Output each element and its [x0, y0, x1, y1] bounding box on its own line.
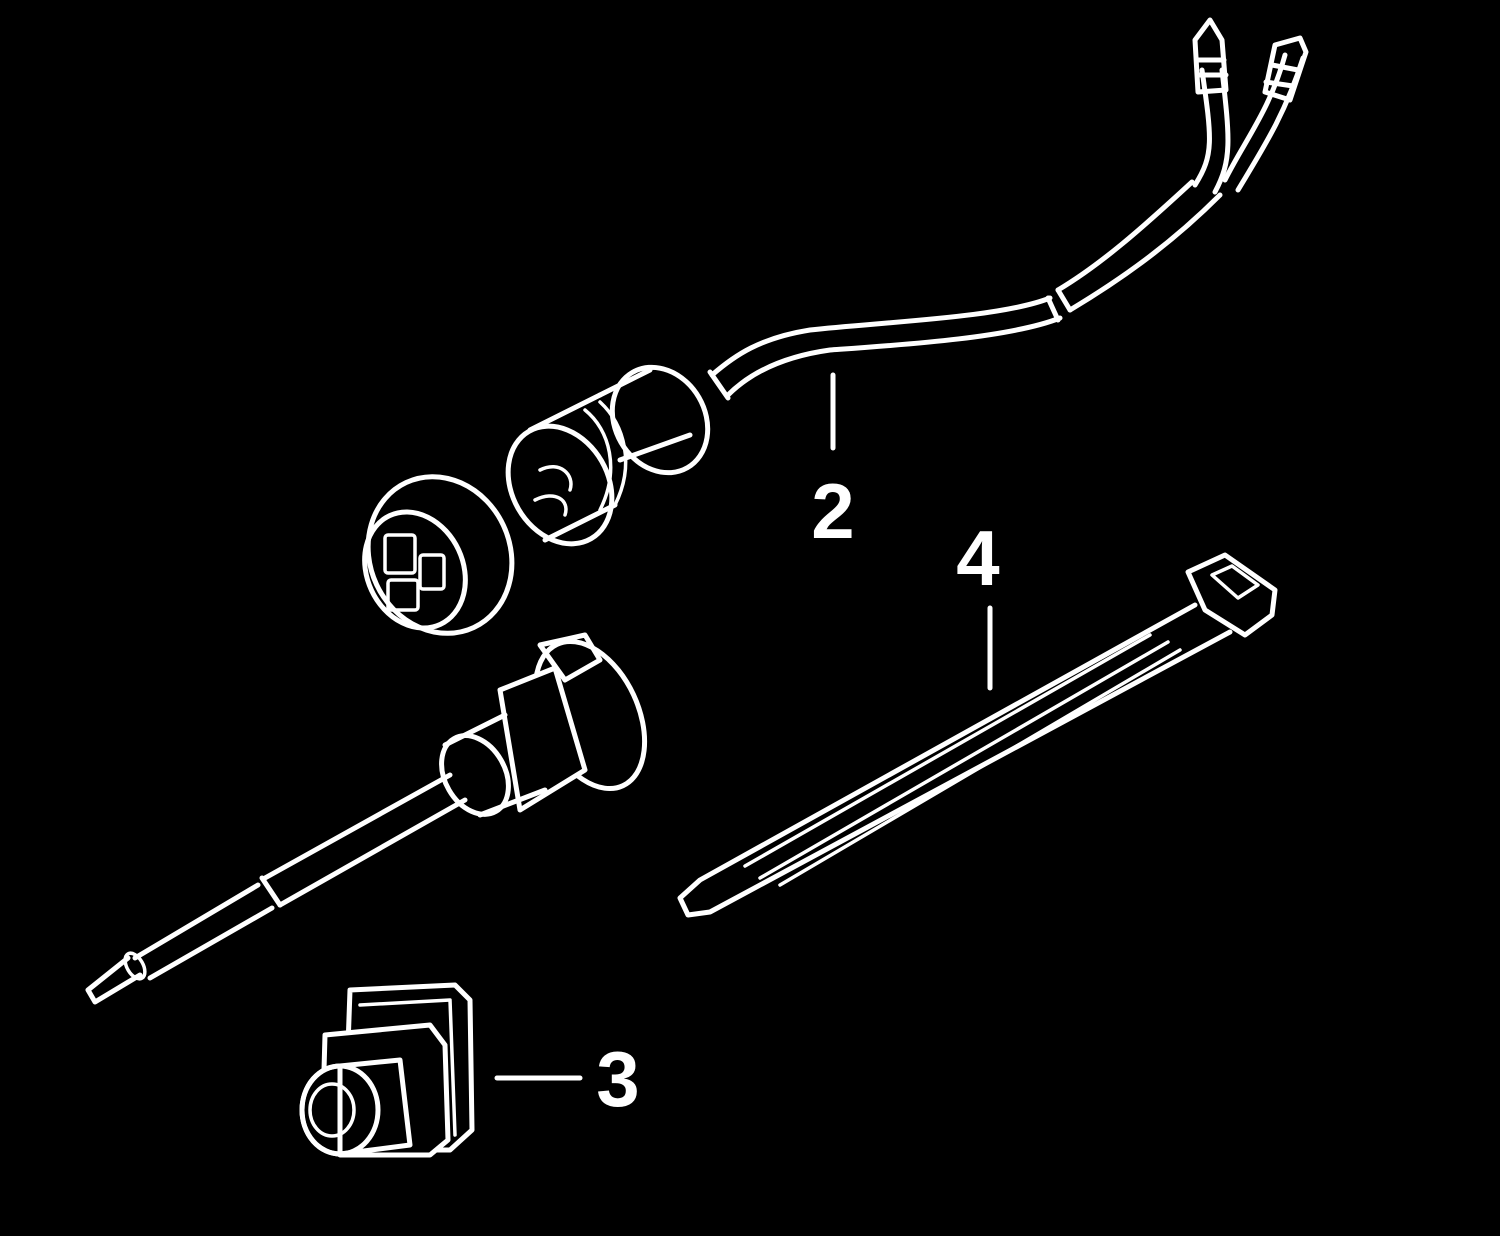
cable-tie: [677, 552, 1278, 918]
callout-label-4: 4: [956, 514, 999, 602]
callout-label-2: 2: [811, 467, 854, 555]
callout-4: 4: [956, 514, 1000, 691]
callout-label-3: 3: [596, 1035, 639, 1123]
connector-harness: [362, 17, 1309, 636]
callout-3: 3: [494, 1035, 640, 1123]
callout-2: 2: [811, 372, 855, 555]
cord-connector-housing: [85, 632, 648, 1005]
rubber-grommet-cap: [299, 982, 475, 1158]
